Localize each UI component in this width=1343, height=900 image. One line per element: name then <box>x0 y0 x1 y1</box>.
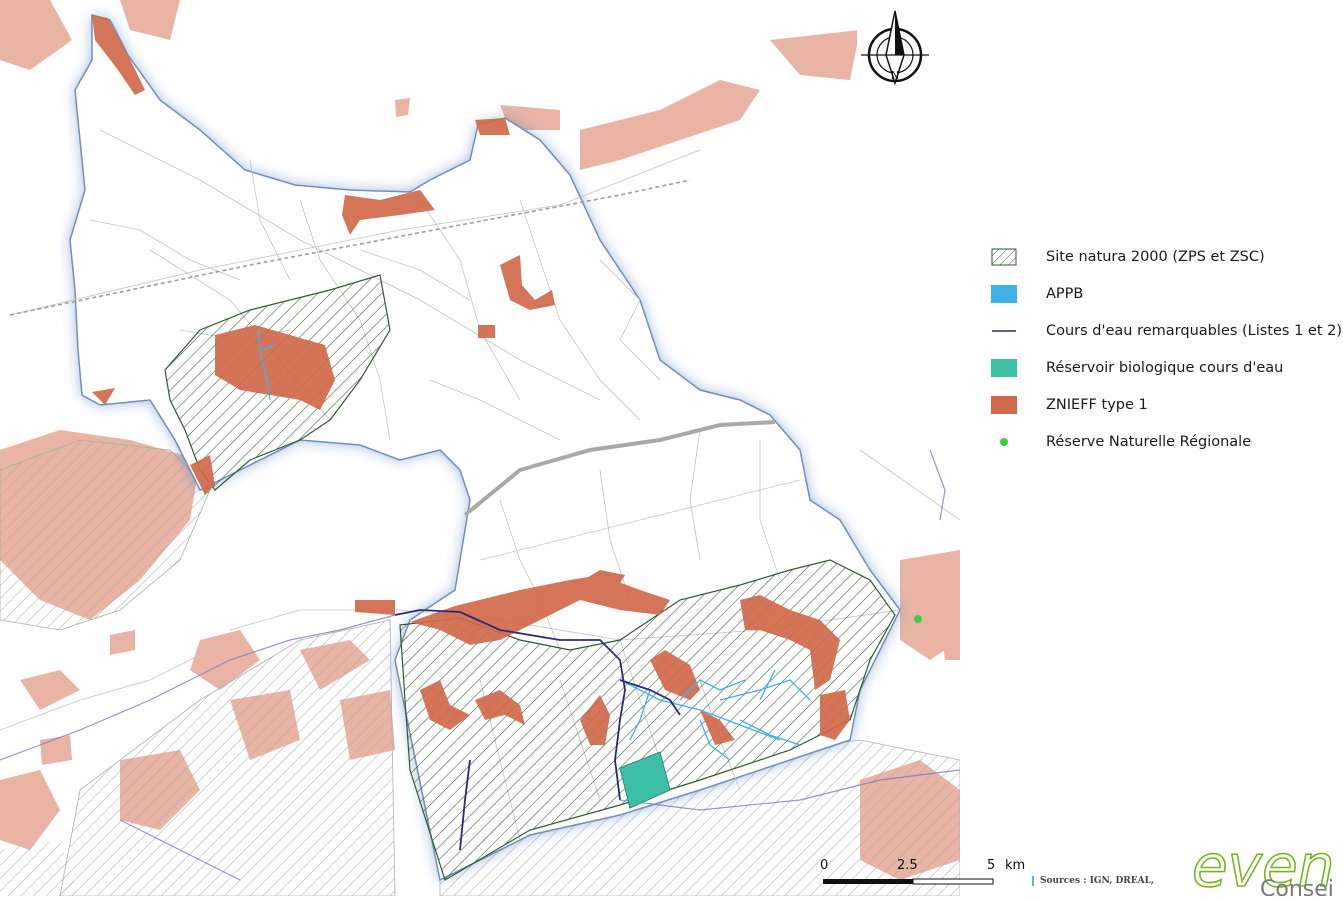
scale-label-unit: km <box>1005 858 1026 873</box>
logo-graphic: even Consei <box>1191 836 1335 896</box>
logo-text: even <box>1192 836 1334 896</box>
legend-dot-swatch <box>990 433 1018 451</box>
sources-note: Sources : IGN, DREAL, <box>1032 876 1154 886</box>
compass-north-letter: N <box>891 69 899 82</box>
map-legend: Site natura 2000 (ZPS et ZSC) APPB Cours d… <box>990 238 1343 460</box>
appb-layer <box>257 329 811 761</box>
railway <box>9 179 691 316</box>
legend-hatch-swatch <box>990 248 1018 266</box>
map-canvas[interactable]: N <box>0 0 961 897</box>
even-conseil-logo: even Consei <box>1190 836 1343 896</box>
legend-line-swatch <box>990 322 1018 340</box>
rivers-remarkable-layer <box>394 609 681 851</box>
legend-item: Réserve Naturelle Régionale <box>990 423 1340 460</box>
legend-label: Site natura 2000 (ZPS et ZSC) <box>1046 248 1265 265</box>
scale-bar: 0 2.5 5 km <box>815 858 1025 894</box>
logo-subtext: Consei <box>1260 877 1334 896</box>
map-svg: N <box>0 0 961 897</box>
scale-bar-graphic <box>823 878 994 885</box>
reserve-naturelle-point <box>914 615 922 623</box>
reservoir-biologique <box>619 751 671 809</box>
legend-item: Cours d'eau remarquables (Listes 1 et 2) <box>990 312 1343 349</box>
legend-label: ZNIEFF type 1 <box>1046 396 1148 413</box>
scale-label-5: 5 <box>987 858 996 873</box>
legend-label: APPB <box>1046 285 1084 302</box>
road-network <box>0 129 961 841</box>
north-arrow-icon: N <box>857 8 933 102</box>
znieff-type1-layer <box>92 15 850 745</box>
scale-label-0: 0 <box>820 858 829 873</box>
legend-fill-swatch <box>990 284 1018 303</box>
highway <box>463 420 776 517</box>
scale-label-2-5: 2.5 <box>897 858 918 873</box>
legend-item: APPB <box>990 275 1340 312</box>
legend-item: ZNIEFF type 1 <box>990 386 1340 423</box>
legend-fill-swatch <box>990 395 1018 414</box>
legend-label: Réserve Naturelle Régionale <box>1046 433 1252 450</box>
legend-item: Réservoir biologique cours d'eau <box>990 349 1340 386</box>
natura-outside-layer <box>0 439 961 897</box>
legend-label: Cours d'eau remarquables (Listes 1 et 2) <box>1046 322 1343 339</box>
rivers-outside <box>0 449 961 881</box>
legend-fill-swatch <box>990 358 1018 377</box>
legend-label: Réservoir biologique cours d'eau <box>1046 359 1284 376</box>
legend-item: Site natura 2000 (ZPS et ZSC) <box>990 238 1340 275</box>
sources-text: Sources : IGN, DREAL, <box>1040 876 1155 886</box>
